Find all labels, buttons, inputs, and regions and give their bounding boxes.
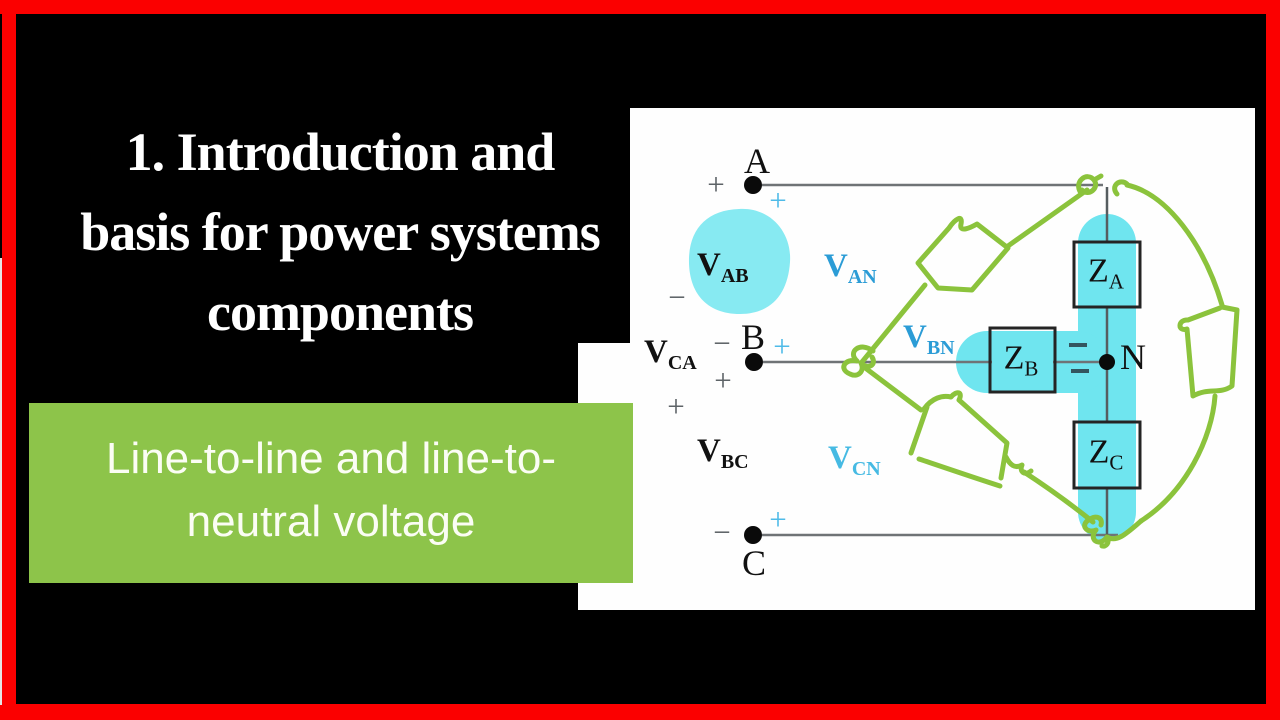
frame-border-bottom: [0, 704, 1280, 720]
title-line-3: components: [206, 282, 474, 342]
voltage-label-van: VAN: [824, 248, 877, 288]
frame-border-left: [2, 0, 16, 720]
minus-sign: −: [713, 325, 731, 361]
subtitle-text: Line-to-line and line-to- neutral voltag…: [29, 427, 633, 553]
voltage-label-vbc: VBC: [697, 433, 749, 473]
frame-border-top: [0, 0, 1280, 14]
minus-sign: −: [668, 279, 686, 315]
node-label-c: C: [741, 543, 767, 583]
subtitle-line-1: Line-to-line and line-to-: [105, 434, 557, 483]
node-label-a: A: [744, 141, 770, 181]
slide-title: 1. Introduction and basis for power syst…: [38, 112, 642, 352]
frame-border-right: [1266, 0, 1280, 720]
title-line-2: basis for power systems: [80, 202, 601, 262]
voltage-label-vca: VCA: [644, 334, 697, 374]
plus-sign: +: [714, 362, 732, 398]
plus-sign: +: [769, 182, 787, 218]
video-edge-artifact: [0, 258, 2, 705]
impedance-label-zb: ZB: [1003, 339, 1039, 381]
voltage-label-vab: VAB: [697, 247, 749, 287]
voltage-label-vcn: VCN: [828, 440, 881, 480]
subtitle-banner: Line-to-line and line-to- neutral voltag…: [29, 403, 633, 583]
node-label-n: N: [1120, 337, 1146, 377]
plus-sign: +: [667, 388, 685, 424]
impedance-label-zc: ZC: [1088, 433, 1124, 475]
subtitle-line-2: neutral voltage: [186, 497, 476, 546]
impedance-label-za: ZA: [1088, 252, 1124, 294]
plus-sign: +: [773, 328, 791, 364]
minus-sign: −: [713, 514, 731, 550]
title-line-1: 1. Introduction and: [125, 122, 556, 182]
plus-sign: +: [707, 166, 725, 202]
node-label-b: B: [740, 317, 766, 357]
plus-sign: +: [769, 501, 787, 537]
voltage-label-vbn: VBN: [903, 319, 955, 359]
